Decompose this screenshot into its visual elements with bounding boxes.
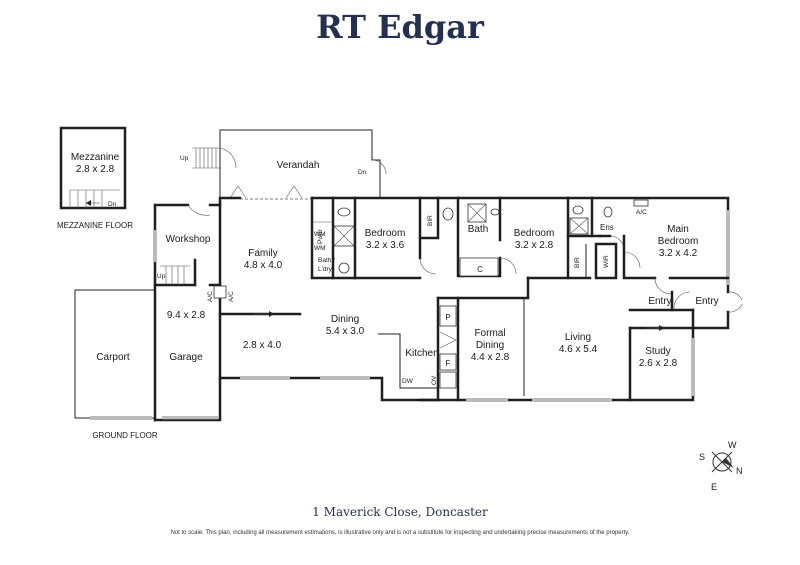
living-name: Living xyxy=(565,332,591,343)
living-size: 4.6 x 5.4 xyxy=(559,344,598,355)
powder-room-label: Pwdr xyxy=(317,228,324,244)
mezzanine-plan: Mezzanine 2.8 x 2.8 Dn MEZZANINE FLOOR xyxy=(57,126,133,230)
carport-name: Carport xyxy=(96,352,130,363)
workshop-stair-up: Up xyxy=(157,273,166,280)
washing-machine-2: WM xyxy=(314,245,326,252)
main-bedroom-ac: A/C xyxy=(636,209,647,216)
garage-name: Garage xyxy=(169,352,203,363)
mezzanine-floor-label: MEZZANINE FLOOR xyxy=(57,221,133,230)
room-unnamed-size: 2.8 x 4.0 xyxy=(243,340,282,351)
dining-size: 5.4 x 3.0 xyxy=(326,326,365,337)
pantry-label: P xyxy=(445,313,450,322)
formal-dining-name2: Dining xyxy=(476,340,504,351)
study-name: Study xyxy=(645,346,671,357)
bedroom2-size: 3.2 x 3.6 xyxy=(366,240,405,251)
dishwasher-label: DW xyxy=(402,378,414,385)
main-bedroom-name2: Bedroom xyxy=(658,236,699,247)
bath-name: Bath xyxy=(468,224,489,235)
bedroom2-name: Bedroom xyxy=(365,228,406,239)
family-size: 4.8 x 4.0 xyxy=(244,260,283,271)
disclaimer-text: Not to scale: This plan, including all m… xyxy=(170,530,629,536)
compass-n: N xyxy=(736,466,743,476)
compass-e: E xyxy=(711,482,717,492)
main-bedroom-size: 3.2 x 4.2 xyxy=(659,248,698,259)
wir-label: WIR xyxy=(603,255,610,268)
compass-w: W xyxy=(728,440,737,450)
ens-name: Ens xyxy=(600,223,614,232)
verandah-stair-up: Up xyxy=(180,155,189,162)
bedroom3-size: 3.2 x 2.8 xyxy=(515,240,554,251)
ground-floor-label: GROUND FLOOR xyxy=(92,431,158,440)
formal-dining-size: 4.4 x 2.8 xyxy=(471,352,510,363)
verandah-name: Verandah xyxy=(277,160,320,171)
washing-machine-1: WM xyxy=(314,231,326,238)
entry-a-name: Entry xyxy=(648,296,671,307)
dining-name: Dining xyxy=(331,314,359,325)
entry-b-name: Entry xyxy=(695,296,718,307)
mezzanine-stair-dn: Dn xyxy=(108,201,117,208)
bath-laundry-name2: L'dry xyxy=(318,266,333,273)
study-size: 2.6 x 2.8 xyxy=(639,358,678,369)
workshop-name: Workshop xyxy=(166,234,211,245)
brand-logo: RT Edgar xyxy=(316,8,485,46)
bedroom3-bir: BIR xyxy=(574,257,581,268)
ground-floor-plan: Dn Up Verandah C xyxy=(74,129,743,440)
bedroom2-bir: BIR xyxy=(427,215,434,226)
compass-s: S xyxy=(699,452,705,462)
fridge-label: F xyxy=(446,359,451,368)
property-address: 1 Maverick Close, Doncaster xyxy=(312,505,488,519)
formal-dining-name: Formal xyxy=(474,328,505,339)
bath-cupboard: C xyxy=(477,265,483,274)
bedroom3-name: Bedroom xyxy=(514,228,555,239)
oven-label: OV xyxy=(431,375,438,385)
garage-size: 9.4 x 2.8 xyxy=(167,310,206,321)
kitchen-name: Kitchen xyxy=(405,348,438,359)
family-name: Family xyxy=(248,248,277,259)
verandah-dn: Dn xyxy=(358,169,367,176)
bath-laundry-name: Bath / xyxy=(318,257,335,264)
compass-icon: W S N E xyxy=(699,440,743,492)
ac-unit-right: A/C xyxy=(228,291,235,302)
ac-unit-left: A/C xyxy=(207,291,214,302)
main-bedroom-name: Main xyxy=(667,224,689,235)
mezzanine-name: Mezzanine xyxy=(71,152,120,163)
mezzanine-size: 2.8 x 2.8 xyxy=(76,164,115,175)
